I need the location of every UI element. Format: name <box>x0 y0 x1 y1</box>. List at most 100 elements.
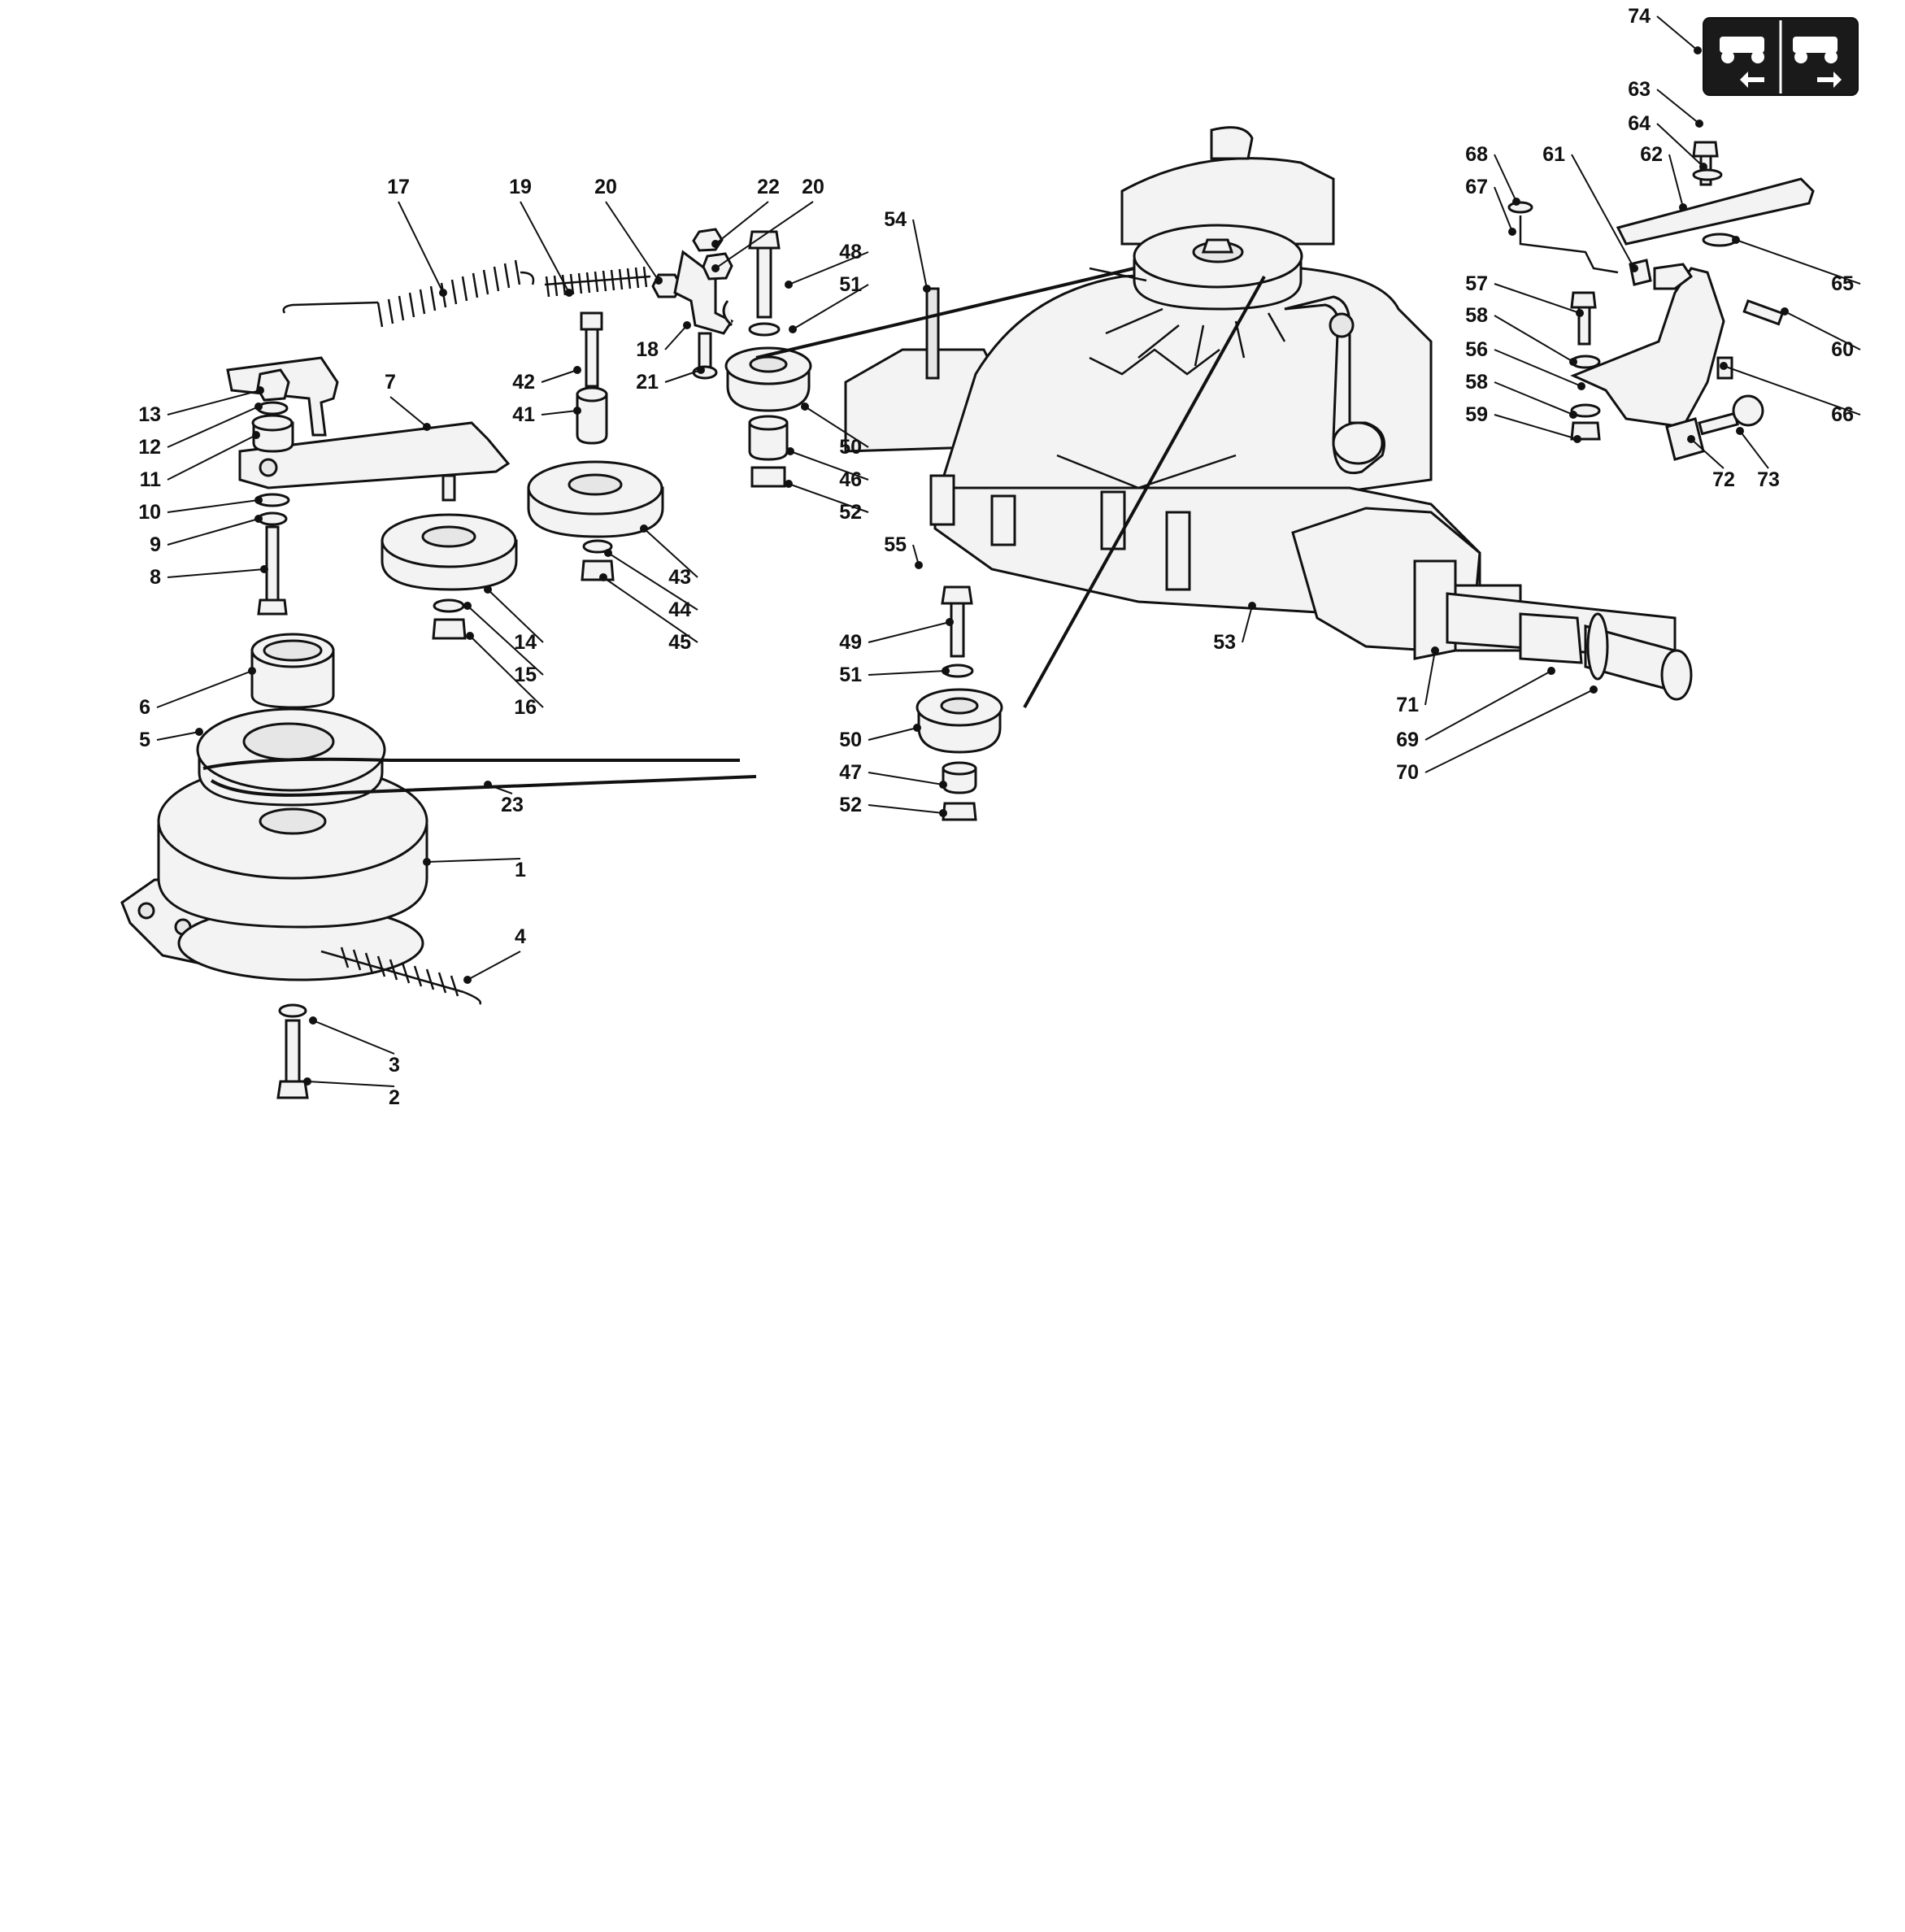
callout-leader <box>868 621 950 643</box>
callout-dot <box>786 447 794 455</box>
callout-51: 51 <box>789 273 869 333</box>
callout-66: 66 <box>1720 362 1861 426</box>
callout-leader <box>541 410 578 416</box>
callout-leader <box>788 251 869 285</box>
callout-leader <box>789 450 869 481</box>
callout-number: 72 <box>1712 468 1735 491</box>
callout-dot <box>463 976 472 984</box>
callout-dot <box>309 1016 317 1025</box>
callout-number: 1 <box>515 859 526 881</box>
callout-dot <box>254 496 263 504</box>
callout-leader <box>1723 365 1861 416</box>
callout-leader <box>167 389 261 416</box>
callout-58: 58 <box>1465 371 1577 419</box>
callout-dot <box>1577 382 1585 390</box>
callout-11: 11 <box>140 431 260 491</box>
callout-leader <box>1242 605 1253 643</box>
callout-65: 65 <box>1732 236 1861 295</box>
callout-dot <box>463 602 472 610</box>
callout-number: 47 <box>839 761 862 784</box>
callout-leader <box>1424 689 1594 773</box>
callout-leader <box>1571 154 1635 269</box>
callout-leader <box>312 1020 395 1055</box>
callout-dot <box>1630 264 1638 272</box>
idler-pulley-14 <box>381 513 518 640</box>
callout-dot <box>423 858 431 866</box>
callout-number: 51 <box>839 273 862 296</box>
callout-53: 53 <box>1213 602 1256 654</box>
callout-leader <box>664 324 688 350</box>
callout-number: 68 <box>1465 143 1488 166</box>
callout-number: 49 <box>839 631 862 654</box>
callout-dot <box>573 407 581 415</box>
callout-number: 74 <box>1628 5 1651 28</box>
callout-dot <box>466 632 474 640</box>
callout-dot <box>785 281 793 289</box>
callout-dot <box>254 515 263 523</box>
callout-9: 9 <box>150 515 263 556</box>
callout-number: 61 <box>1542 143 1565 166</box>
callout-leader <box>167 568 265 578</box>
callout-number: 10 <box>138 501 161 524</box>
direction-badge-74 <box>1703 17 1859 96</box>
callout-number: 46 <box>839 468 862 491</box>
callout-dot <box>697 366 705 374</box>
callout-dot <box>1512 198 1520 206</box>
callout-leader <box>156 731 200 741</box>
callout-number: 67 <box>1465 176 1488 198</box>
callout-leader <box>607 552 698 611</box>
callout-number: 41 <box>512 403 535 426</box>
callout-44: 44 <box>604 549 698 621</box>
callout-dot <box>1590 685 1598 694</box>
callout-leader <box>307 1081 395 1087</box>
callout-dot <box>573 366 581 374</box>
callout-number: 20 <box>802 176 824 198</box>
callout-number: 21 <box>636 371 659 394</box>
bracket-hardware-stack <box>251 368 294 616</box>
callout-number: 60 <box>1831 338 1854 361</box>
callout-10: 10 <box>138 496 263 524</box>
callout-leader <box>1656 123 1704 168</box>
callout-leader <box>643 528 698 578</box>
callout-number: 58 <box>1465 371 1488 394</box>
callout-number: 13 <box>138 403 161 426</box>
callout-dot <box>711 264 720 272</box>
callout-dot <box>1687 435 1695 443</box>
axle-shaft <box>1413 559 1693 701</box>
callout-dot <box>801 402 809 411</box>
callout-57: 57 <box>1465 272 1584 317</box>
callout-number: 44 <box>668 598 691 621</box>
callout-leader <box>167 434 257 481</box>
callout-number: 11 <box>140 468 162 491</box>
callout-leader <box>1494 349 1582 387</box>
callout-dot <box>939 809 947 817</box>
callout-dot <box>711 240 720 248</box>
callout-dot <box>1573 435 1581 443</box>
spring-17 <box>282 259 535 328</box>
callout-number: 53 <box>1213 631 1236 654</box>
callout-leader <box>868 804 944 814</box>
idler-pulley-bottom <box>916 585 1003 821</box>
callout-leader <box>792 284 869 330</box>
callout-number: 65 <box>1831 272 1854 295</box>
callout-56: 56 <box>1465 338 1585 390</box>
callout-number: 17 <box>387 176 410 198</box>
tractor-reverse-arrow-icon <box>1793 37 1842 88</box>
callout-69: 69 <box>1396 667 1555 751</box>
callout-dot <box>640 524 648 533</box>
callout-leader <box>1494 315 1574 363</box>
callout-leader <box>715 201 769 245</box>
callout-dot <box>915 561 923 569</box>
callout-dot <box>1695 120 1703 128</box>
callout-67: 67 <box>1465 176 1516 236</box>
callout-dot <box>303 1077 311 1086</box>
callout-number: 52 <box>839 501 862 524</box>
callout-49: 49 <box>839 618 954 654</box>
callout-number: 70 <box>1396 761 1419 784</box>
callout-4: 4 <box>463 925 526 984</box>
transaxle-belt <box>755 267 1266 708</box>
callout-leader <box>1739 430 1769 469</box>
callout-number: 43 <box>668 566 691 589</box>
callout-number: 19 <box>509 176 532 198</box>
